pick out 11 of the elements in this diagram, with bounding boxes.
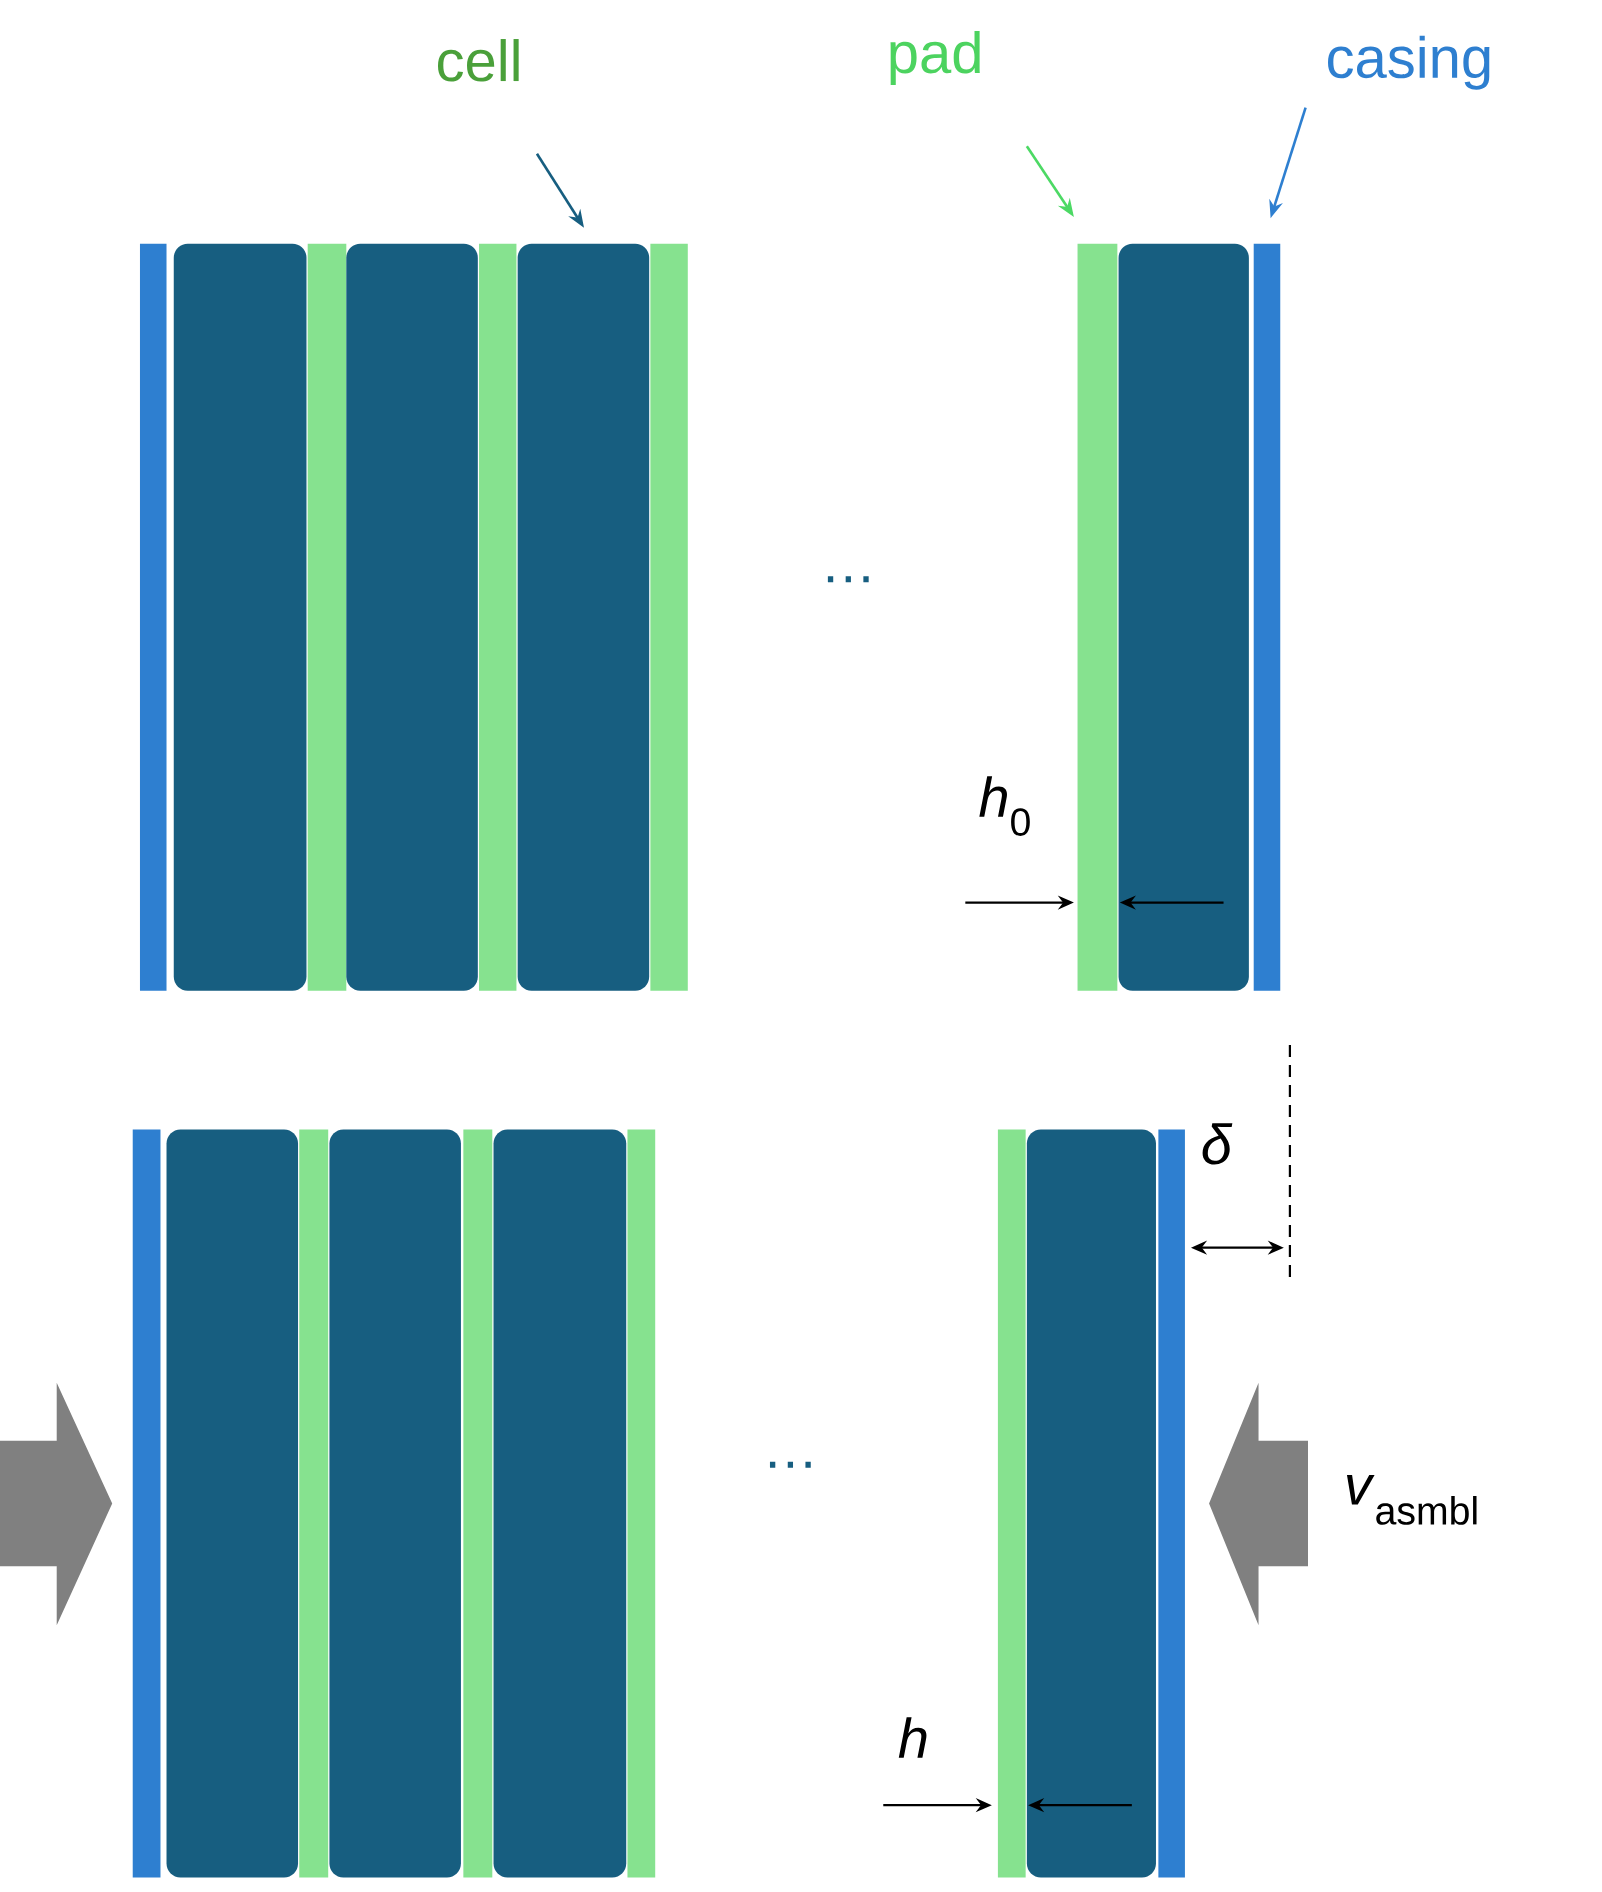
part-label: casing (1327, 35, 1490, 90)
casing-plate (1253, 243, 1281, 991)
dimension-label: δ (1202, 1123, 1233, 1165)
cell-block (517, 243, 649, 991)
pad-strip (1077, 243, 1118, 991)
dimension-label: h (898, 1717, 927, 1758)
part-label: pad (890, 30, 980, 85)
ellipsis: … (827, 576, 869, 583)
part-label: cell (437, 39, 519, 82)
ellipsis: … (769, 1461, 811, 1468)
velocity-label: v$_{asmbl}$ (1346, 1474, 1477, 1525)
